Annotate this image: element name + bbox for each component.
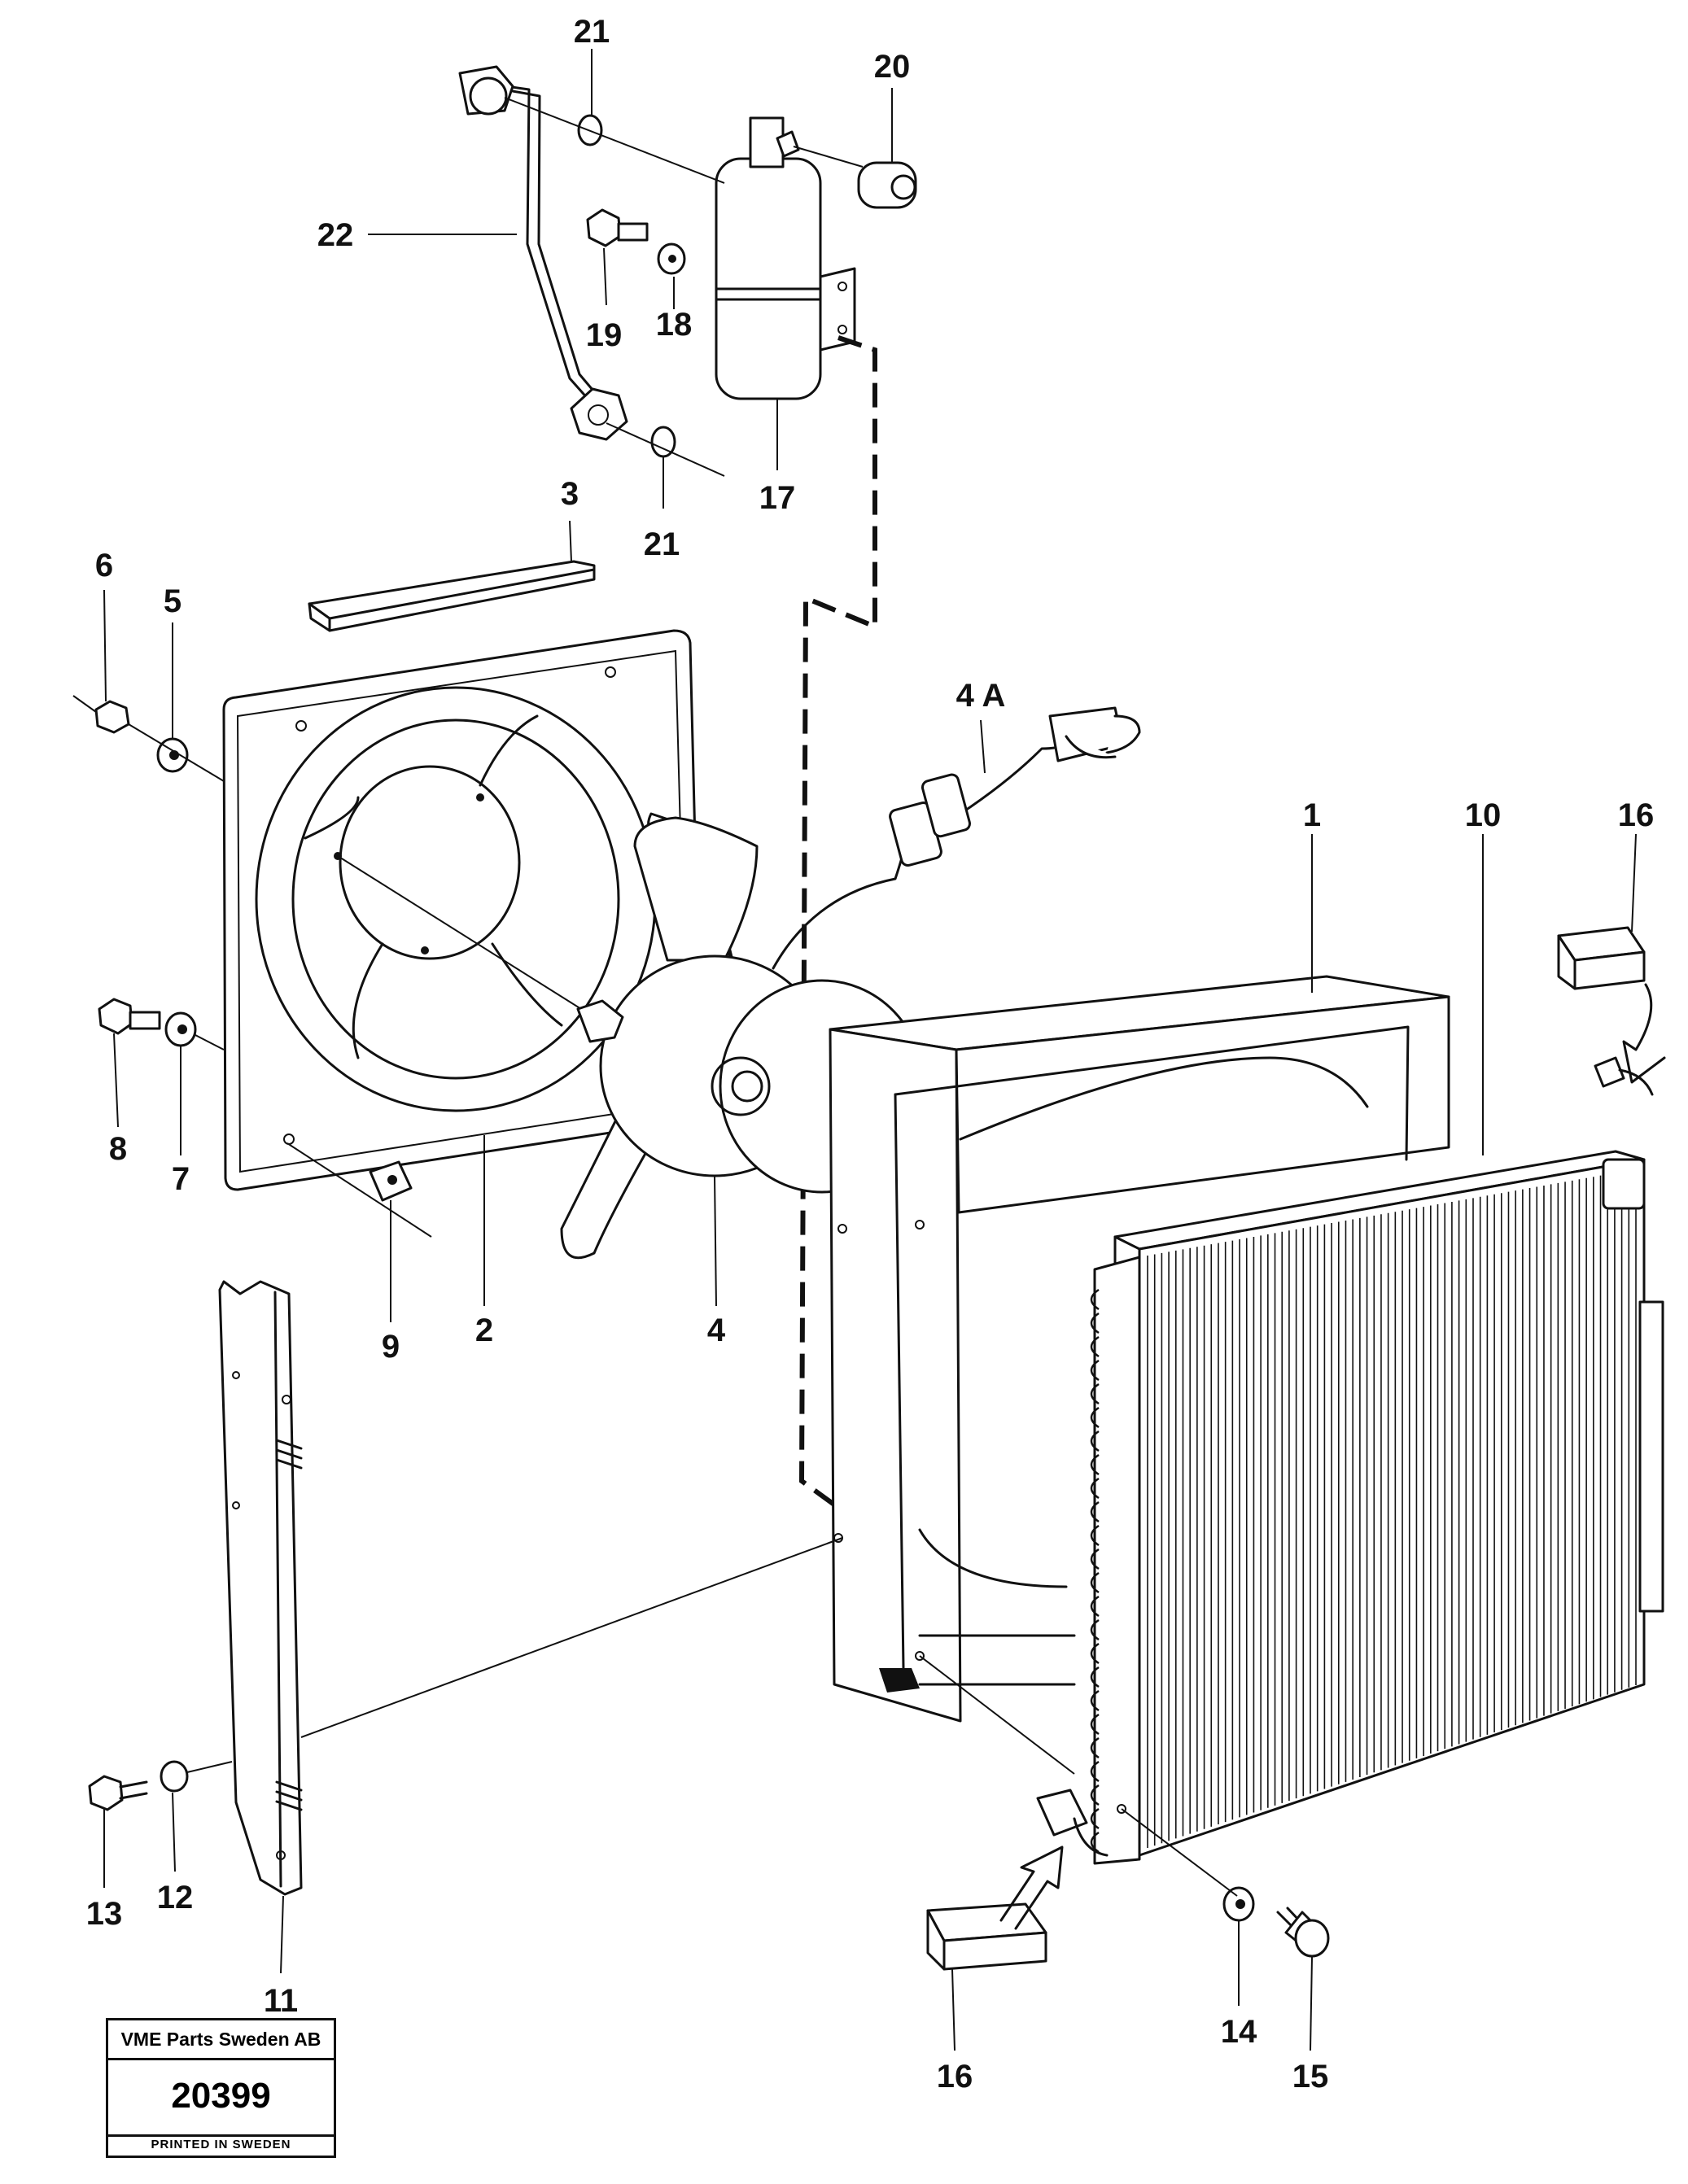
cable-connector-4a (772, 706, 1141, 970)
condenser-coil-bend (1090, 1807, 1100, 1830)
callout-16-top: 16 (1618, 797, 1655, 833)
callout-21-top: 21 (574, 14, 610, 50)
bolt-13-washer-12 (88, 1760, 233, 1811)
condenser-coil-bend (1090, 1736, 1100, 1759)
callout-1: 1 (1303, 797, 1321, 833)
condenser-coil-bend (1090, 1595, 1100, 1618)
condenser-coil-bend (1090, 1713, 1100, 1736)
receiver-drier-17 (715, 116, 856, 400)
nut-6 (72, 695, 130, 734)
callout-16-bottom: 16 (937, 2059, 973, 2094)
callout-8: 8 (109, 1131, 127, 1167)
callout-4a: 4 A (956, 678, 1006, 714)
condenser-coil-bend (1090, 1831, 1100, 1854)
condenser-coil-bend (1090, 1689, 1100, 1712)
leader-lines (103, 49, 1637, 2051)
callout-10: 10 (1465, 797, 1502, 833)
pressure-switch-20 (793, 146, 917, 209)
washer-5 (128, 723, 225, 782)
condenser-coil-bend (1090, 1784, 1100, 1806)
condenser-coil-bend (1090, 1571, 1100, 1594)
condenser-coil-bend (1090, 1548, 1100, 1570)
callout-6: 6 (95, 548, 113, 583)
callout-2: 2 (475, 1313, 493, 1348)
drawing-number: 20399 (108, 2058, 334, 2137)
bolt-19-washer-18 (586, 208, 686, 275)
callout-20: 20 (874, 49, 911, 85)
condenser-coil-bend (1090, 1312, 1100, 1334)
callout-7: 7 (172, 1161, 190, 1197)
condenser-coil-bend (1090, 1760, 1100, 1783)
callout-5: 5 (164, 583, 181, 619)
condenser-coil-bend (1090, 1288, 1100, 1311)
clamp-16-bottom (926, 1845, 1064, 1971)
condenser-10 (1036, 1056, 1664, 1865)
condenser-coil-bend (1090, 1477, 1100, 1500)
callout-3: 3 (561, 476, 579, 512)
condenser-coil-bend (1090, 1500, 1100, 1523)
bracket-11 (218, 1280, 843, 1896)
condenser-coils (1090, 1288, 1100, 1854)
bolt-8 (98, 998, 161, 1035)
condenser-coil-bend (1090, 1382, 1100, 1405)
clamp-16-top (1557, 926, 1666, 1084)
callout-13: 13 (86, 1896, 123, 1932)
condenser-coil-bend (1090, 1359, 1100, 1382)
callout-18: 18 (656, 307, 693, 343)
condenser-coil-bend (1090, 1642, 1100, 1665)
callout-22: 22 (317, 217, 354, 253)
condenser-coil-bend (1090, 1524, 1100, 1547)
company-name: VME Parts Sweden AB (108, 2020, 334, 2060)
callout-15: 15 (1292, 2059, 1329, 2094)
callout-9: 9 (382, 1329, 400, 1365)
condenser-fins (1147, 1169, 1637, 1848)
clip-nut-9 (286, 1142, 432, 1238)
condenser-frame-1 (829, 975, 1450, 1775)
condenser-coil-bend (1090, 1406, 1100, 1429)
callout-21-bottom: 21 (644, 526, 680, 562)
fan-shroud-2 (222, 629, 703, 1191)
callout-4: 4 (707, 1313, 726, 1348)
callout-17: 17 (759, 480, 796, 516)
callout-14: 14 (1221, 2014, 1257, 2050)
callout-labels: 21 20 22 19 18 17 21 3 6 5 8 7 9 2 4 4 A… (86, 14, 1655, 2094)
printed-in: PRINTED IN SWEDEN (151, 2138, 291, 2151)
callout-19: 19 (586, 317, 623, 353)
refrigerant-pipe-22 (458, 65, 628, 441)
rubber-strip-3 (308, 560, 596, 632)
condenser-coil-bend (1090, 1335, 1100, 1358)
condenser-coil-bend (1090, 1666, 1100, 1688)
callout-11: 11 (264, 1983, 298, 2019)
washer-7 (164, 1011, 225, 1051)
condenser-coil-bend (1090, 1453, 1100, 1476)
condenser-coil-bend (1090, 1618, 1100, 1641)
callout-12: 12 (157, 1880, 194, 1915)
title-block: VME Parts Sweden AB 20399 PRINTED IN SWE… (106, 2018, 336, 2158)
condenser-coil-bend (1090, 1430, 1100, 1452)
